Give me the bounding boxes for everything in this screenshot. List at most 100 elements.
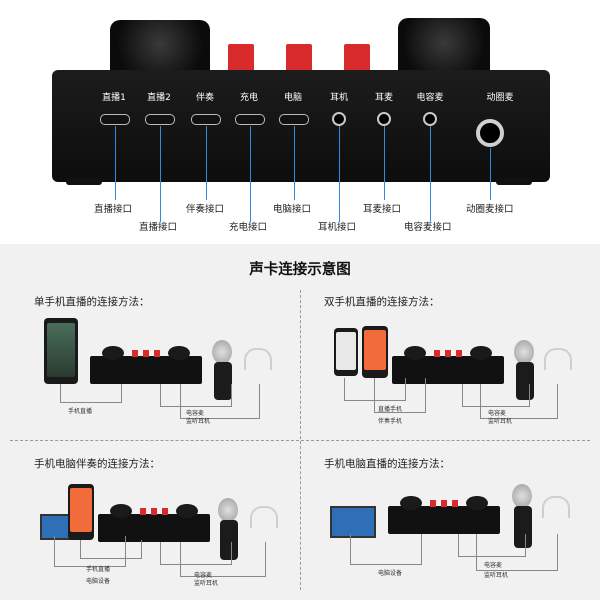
method-title: 手机电脑直播的连接方法： (324, 458, 450, 470)
headphone-jack-icon (377, 112, 391, 126)
callout-label: 充电接口 (229, 222, 268, 233)
port-label: 直播1 (102, 93, 126, 103)
red-button (456, 350, 462, 357)
red-button (434, 350, 440, 357)
microphone-icon (212, 340, 232, 364)
diagram-label: 电容麦 (194, 572, 213, 579)
leader-line (294, 126, 295, 200)
device-foot (496, 178, 532, 185)
xlr-port-icon (476, 119, 504, 147)
cable (458, 534, 526, 557)
leader-line (490, 148, 491, 200)
red-button (445, 350, 451, 357)
knob-icon (404, 346, 426, 360)
microphone-body (214, 362, 232, 400)
leader-line (115, 126, 116, 200)
cable (350, 534, 422, 565)
diagram-label: 直播手机 (378, 406, 403, 413)
cable (80, 540, 142, 559)
microphone-body (220, 520, 238, 560)
usb-c-port-icon (100, 114, 130, 125)
red-button (430, 500, 436, 507)
sound-card-icon (388, 506, 500, 534)
port-label: 电容麦 (416, 93, 444, 103)
computer-icon (330, 506, 376, 538)
phone-icon (44, 318, 78, 384)
red-button (344, 44, 370, 72)
diagram-label: 监听耳机 (186, 418, 211, 425)
microphone-icon (514, 340, 534, 364)
red-button (452, 500, 458, 507)
earphones-icon (244, 348, 272, 370)
cable (476, 534, 558, 571)
knob-icon (102, 346, 124, 360)
port-label: 直播2 (147, 93, 171, 103)
callout-label: 电容麦接口 (404, 222, 452, 233)
leader-line (206, 126, 207, 200)
right-knob-icon (398, 18, 490, 80)
red-button (132, 350, 138, 357)
cable (180, 384, 260, 419)
knob-icon (470, 346, 492, 360)
leader-line (339, 126, 340, 222)
red-button (286, 44, 312, 72)
knob-icon (110, 504, 132, 518)
diagram-label: 电容麦 (186, 410, 205, 417)
knob-icon (466, 496, 488, 510)
red-button (140, 508, 146, 515)
usb-c-port-icon (279, 114, 309, 125)
divider (10, 440, 590, 441)
callout-label: 直播接口 (94, 204, 133, 215)
diagram-label: 电脑设备 (86, 578, 111, 585)
cable (344, 378, 406, 401)
diagram-panel: 声卡连接示意图 单手机直播的连接方法： 手机直播 电容麦 监听耳机 双手机直播的… (0, 244, 600, 600)
port-label: 动圈麦 (486, 93, 514, 103)
phone-icon (362, 326, 388, 378)
page-title: 声卡连接示意图 (249, 262, 351, 278)
leader-line (384, 126, 385, 200)
usb-c-port-icon (145, 114, 175, 125)
callout-label: 伴奏接口 (186, 204, 225, 215)
leader-line (160, 126, 161, 222)
knob-icon (168, 346, 190, 360)
callout-label: 耳麦接口 (363, 204, 402, 215)
method-title: 单手机直播的连接方法： (34, 296, 150, 308)
callout-label: 直播接口 (139, 222, 178, 233)
headphone-jack-icon (423, 112, 437, 126)
headphone-jack-icon (332, 112, 346, 126)
device-hero: 直播1 直播2 伴奏 充电 电脑 耳机 耳麦 电容麦 动圈麦 直播接口 直播接口… (0, 0, 600, 240)
diagram-label: 电脑设备 (378, 570, 403, 577)
port-label: 耳麦 (374, 93, 393, 103)
microphone-body (514, 506, 532, 548)
phone-screen (364, 330, 386, 370)
earphones-icon (544, 348, 572, 370)
port-label: 耳机 (329, 93, 348, 103)
phone-screen (70, 488, 92, 532)
device-foot (66, 178, 102, 185)
phone-screen (336, 332, 356, 370)
diagram-label: 手机直播 (68, 408, 93, 415)
leader-line (430, 126, 431, 222)
cable (160, 384, 232, 407)
phone-icon (68, 484, 94, 540)
usb-c-port-icon (235, 114, 265, 125)
microphone-icon (512, 484, 532, 508)
red-button (151, 508, 157, 515)
callout-label: 电脑接口 (273, 204, 312, 215)
phone-screen (47, 323, 75, 377)
callout-label: 动圈麦接口 (466, 204, 514, 215)
diagram-label: 电容麦 (488, 410, 507, 417)
sound-card-icon (98, 514, 210, 542)
port-label: 电脑 (283, 93, 302, 103)
port-label: 伴奏 (195, 93, 214, 103)
diagram-label: 监听耳机 (484, 572, 509, 579)
usb-c-port-icon (191, 114, 221, 125)
sound-card-icon (392, 356, 504, 384)
earphones-icon (542, 496, 570, 518)
method-title: 双手机直播的连接方法： (324, 296, 440, 308)
diagram-label: 电容麦 (484, 562, 503, 569)
diagram-label: 监听耳机 (194, 580, 219, 587)
red-button (143, 350, 149, 357)
cable (54, 536, 126, 567)
red-button (228, 44, 254, 72)
